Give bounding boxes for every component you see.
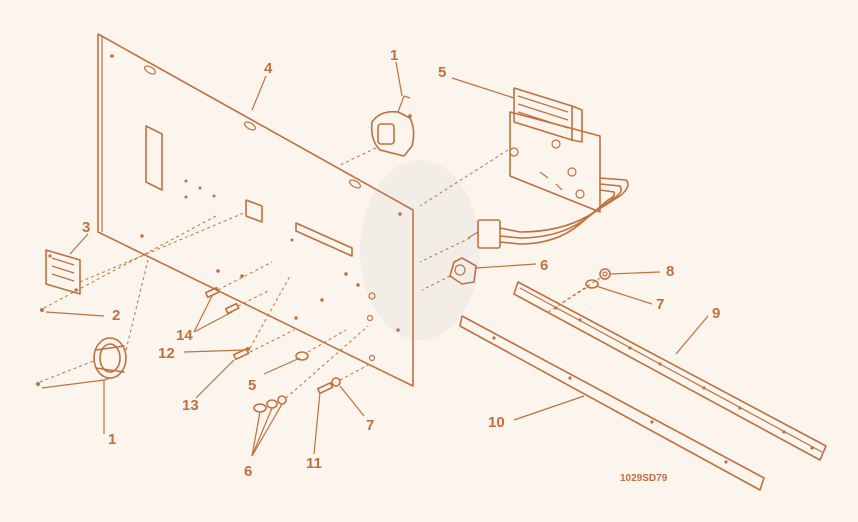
- washer-12: [246, 275, 291, 351]
- plate-3: [45, 211, 247, 295]
- pc-board-5: [419, 87, 629, 263]
- callout-9: 9: [712, 305, 720, 322]
- callout-1-bottom: 1: [108, 431, 116, 448]
- callout-11: 11: [306, 455, 322, 472]
- hardware-14: [204, 261, 273, 315]
- callout-6-bottom: 6: [244, 463, 252, 480]
- callout-2: 2: [112, 307, 120, 324]
- washer-7: [547, 279, 599, 313]
- ring-1: [36, 259, 149, 386]
- callout-7-bottom: 7: [366, 417, 374, 434]
- callout-1-top: 1: [390, 47, 398, 64]
- watermark-logo: [360, 160, 480, 340]
- main-panel: [97, 33, 414, 387]
- callout-12: 12: [158, 345, 175, 362]
- callout-10: 10: [488, 414, 505, 431]
- callout-3: 3: [82, 219, 90, 236]
- callout-14: 14: [176, 327, 193, 344]
- screw-11: [316, 382, 334, 395]
- rail-10: [459, 315, 765, 491]
- leader-lines: [41, 61, 709, 457]
- component-1-top: [337, 95, 415, 167]
- knob-6: [421, 257, 477, 291]
- figure-code: 1029SD79: [620, 473, 668, 484]
- callout-13: 13: [182, 397, 199, 414]
- callout-5-bottom: 5: [248, 377, 256, 394]
- callout-4: 4: [264, 60, 273, 77]
- callout-6-right: 6: [540, 257, 548, 274]
- screw-13: [232, 329, 295, 361]
- rail-9: [513, 281, 827, 461]
- lockwasher-7: [331, 363, 371, 387]
- callout-7-right: 7: [656, 296, 664, 313]
- callout-labels: 4 1 5 3 2 1 6 8 7 9 10 14 12 13 5 6 11 7: [82, 47, 720, 480]
- screw-2: [40, 215, 217, 312]
- nut-8: [559, 268, 611, 305]
- callout-8: 8: [666, 263, 674, 280]
- callout-5-top: 5: [438, 64, 446, 81]
- washer-5: [295, 329, 347, 361]
